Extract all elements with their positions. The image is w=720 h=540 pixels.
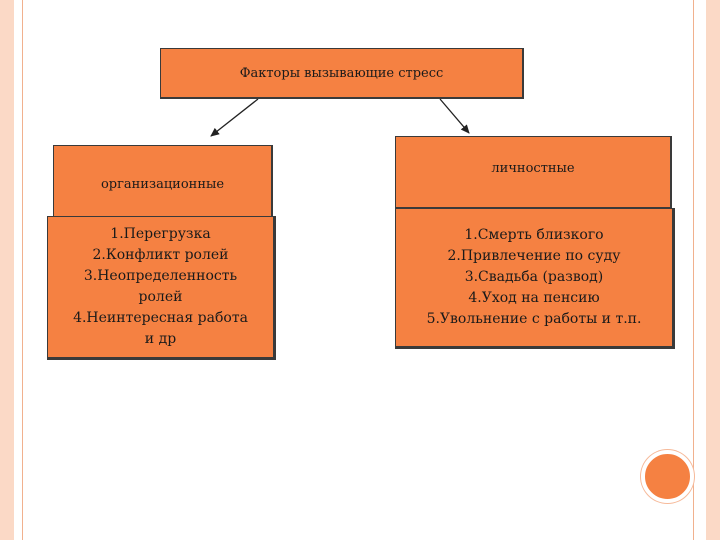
- right-decor-strip: [706, 0, 720, 540]
- list-organizational: 1.Перегрузка 2.Конфликт ролей 3.Неопреде…: [47, 216, 276, 360]
- slide-frame: [22, 0, 694, 540]
- left-decor-strip: [0, 0, 14, 540]
- branch-node-personal: личностные: [395, 136, 672, 208]
- list-item: 3.Неопределенность: [83, 268, 238, 284]
- decor-circle: [641, 450, 694, 503]
- list-personal: 1.Смерть близкого 2.Привлечение по суду …: [395, 208, 675, 349]
- list-item: ролей: [138, 289, 183, 305]
- root-node-label: Факторы вызывающие стресс: [239, 65, 444, 81]
- list-item: 2.Конфликт ролей: [92, 247, 229, 263]
- root-node: Факторы вызывающие стресс: [160, 48, 524, 99]
- list-item: 4.Уход на пенсию: [468, 290, 600, 306]
- list-item: 1.Перегрузка: [110, 226, 211, 242]
- list-item: 5.Увольнение с работы и т.п.: [426, 311, 642, 327]
- branch-node-organizational: организационные: [53, 145, 273, 217]
- arrow-left: [210, 98, 259, 137]
- list-item: и др: [144, 331, 177, 347]
- branch-label-personal: личностные: [491, 160, 575, 176]
- branch-label-organizational: организационные: [100, 176, 225, 192]
- list-item: 1.Смерть близкого: [464, 227, 604, 243]
- list-item: 4.Неинтересная работа: [73, 310, 248, 326]
- list-item: 3.Свадьба (развод): [464, 269, 604, 285]
- arrow-right: [439, 98, 470, 134]
- list-item: 2.Привлечение по суду: [447, 248, 621, 264]
